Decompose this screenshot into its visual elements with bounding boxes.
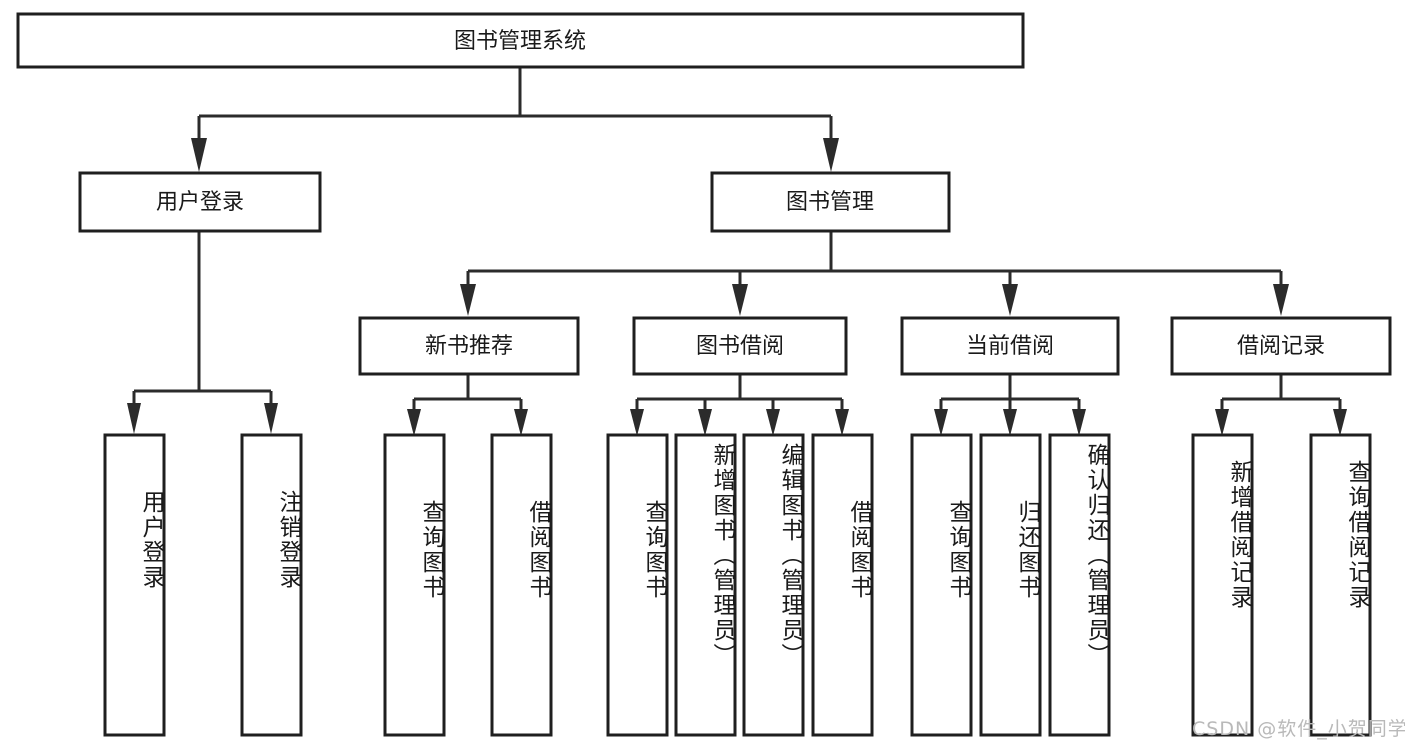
node-current-borrow-label: 当前借阅 xyxy=(966,334,1054,359)
node-leaf-query-book-2[interactable] xyxy=(606,433,669,737)
arrow-head-userlogin xyxy=(191,138,207,172)
node-leaf-query-record[interactable] xyxy=(1309,433,1372,737)
arrow-head-leaf-query-record xyxy=(1333,409,1347,436)
arrow-head-leaf-borrow-book-2 xyxy=(835,409,849,436)
node-current-borrow[interactable] xyxy=(900,316,1120,376)
arrow-head-leaf-edit-book xyxy=(766,409,780,436)
node-root[interactable] xyxy=(16,12,1025,69)
node-borrow-record[interactable] xyxy=(1170,316,1392,376)
connector-group-currentborrow xyxy=(934,374,1086,436)
node-leaf-confirm-return[interactable] xyxy=(1048,433,1111,737)
arrow-head-leaf-query-book-2 xyxy=(630,409,644,436)
arrow-head-leaf-user-login xyxy=(127,403,141,434)
arrow-head-borrow-record xyxy=(1273,284,1289,316)
node-book-borrow-label: 图书借阅 xyxy=(696,334,784,359)
node-book-manage-label: 图书管理 xyxy=(786,190,874,215)
arrow-head-leaf-confirm-return xyxy=(1072,409,1086,436)
node-leaf-edit-book[interactable] xyxy=(742,433,805,737)
node-leaf-add-book[interactable] xyxy=(674,433,737,737)
node-leaf-return-book[interactable] xyxy=(979,433,1042,737)
arrow-head-leaf-logout xyxy=(264,403,278,434)
connector-group-bookmanage xyxy=(460,231,1289,316)
node-leaf-query-book-1[interactable] xyxy=(383,433,446,737)
arrow-head-new-book-rec xyxy=(460,284,476,316)
node-new-book-rec[interactable] xyxy=(358,316,580,376)
connector-group-newbookrec xyxy=(407,374,528,436)
arrow-head-leaf-borrow-book-1 xyxy=(514,409,528,436)
node-leaf-add-record[interactable] xyxy=(1191,433,1254,737)
arrow-head-leaf-return-book xyxy=(1003,409,1017,436)
arrow-head-leaf-query-book-3 xyxy=(934,409,948,436)
node-user-login[interactable] xyxy=(78,171,322,233)
arrow-head-bookmanage xyxy=(823,138,839,172)
node-user-login-label: 用户登录 xyxy=(156,190,244,215)
node-leaf-user-login[interactable] xyxy=(103,433,166,737)
node-leaf-borrow-book-1[interactable] xyxy=(490,433,553,737)
node-borrow-record-label: 借阅记录 xyxy=(1237,334,1325,359)
connector-group-bookborrow xyxy=(630,374,849,436)
arrow-head-leaf-add-record xyxy=(1215,409,1229,436)
connector-group-borrowrecord xyxy=(1215,374,1347,436)
node-leaf-logout[interactable] xyxy=(240,433,303,737)
node-leaf-query-book-3[interactable] xyxy=(910,433,973,737)
watermark-text: CSDN @软件_小贺同学 xyxy=(1192,718,1405,740)
node-root-label: 图书管理系统 xyxy=(454,29,586,54)
node-new-book-rec-label: 新书推荐 xyxy=(425,334,513,359)
arrow-head-book-borrow xyxy=(732,284,748,316)
node-book-manage[interactable] xyxy=(710,171,951,233)
connector-group-root xyxy=(191,66,839,172)
arrow-head-current-borrow xyxy=(1002,284,1018,316)
node-leaf-borrow-book-2[interactable] xyxy=(811,433,874,737)
arrow-head-leaf-add-book xyxy=(698,409,712,436)
connector-group-userlogin xyxy=(127,231,278,434)
arrow-head-leaf-query-book-1 xyxy=(407,409,421,436)
node-book-borrow[interactable] xyxy=(632,316,848,376)
